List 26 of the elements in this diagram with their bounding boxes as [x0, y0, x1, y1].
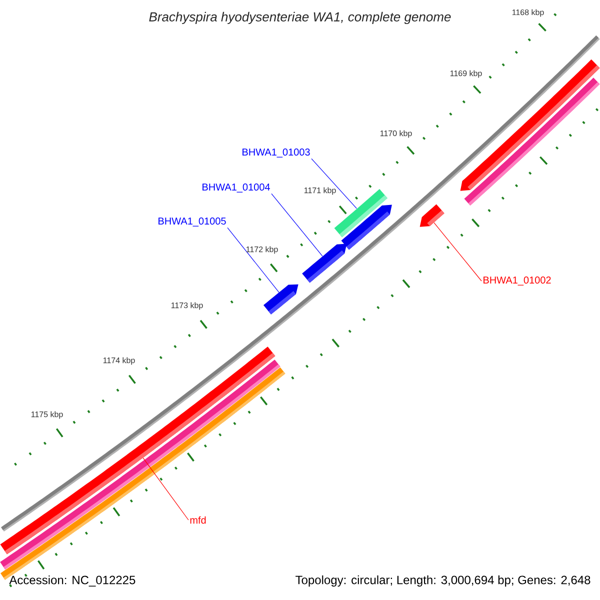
tick-label: 1170 kbp — [380, 130, 412, 138]
gene-feature — [263, 284, 298, 314]
tick-label: 1171 kbp — [304, 187, 336, 195]
tick-label: 1173 kbp — [171, 302, 203, 310]
tick-label: 1174 kbp — [103, 357, 135, 365]
footer-text: Accession: NC_012225 — [9, 575, 136, 587]
tick-label: 1172 kbp — [246, 246, 278, 254]
gene-feature — [420, 204, 444, 227]
tick-label: 1168 kbp — [512, 9, 544, 17]
tick-label: 1175 kbp — [31, 411, 63, 419]
gene-band — [0, 346, 276, 554]
leader-line — [271, 193, 323, 256]
gene-label: BHWA1_01004 — [202, 184, 270, 192]
gene-label: BHWA1_01003 — [242, 148, 310, 158]
leader-line — [142, 458, 189, 520]
title: Brachyspira hyodysenteriae WA1, complete genome — [149, 12, 451, 24]
gene-feature — [302, 244, 347, 283]
gene-band — [334, 189, 388, 238]
leader-line — [227, 227, 280, 293]
footer-text: Topology: circular; Length: 3,000,694 bp; Genes: 2,648 — [296, 575, 590, 587]
leader-line — [311, 158, 358, 209]
gene-label: BHWA1_01005 — [158, 218, 226, 226]
tick-label: 1169 kbp — [450, 70, 482, 78]
gene-label: mfd — [190, 516, 206, 524]
gene-label: BHWA1_01002 — [484, 276, 551, 286]
leader-line — [434, 222, 482, 282]
